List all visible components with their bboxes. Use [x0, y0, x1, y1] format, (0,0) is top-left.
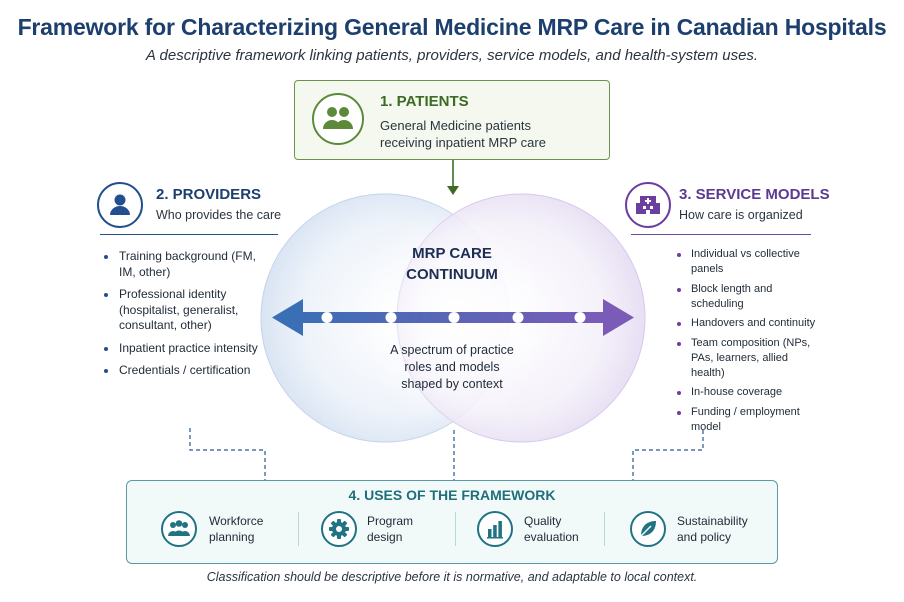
continuum-dot	[512, 312, 524, 323]
uses-title: 4. USES OF THE FRAMEWORK	[348, 487, 556, 503]
continuum-description: A spectrum of practice roles and models …	[390, 343, 514, 391]
providers-dashed-connector	[189, 428, 266, 480]
page-subtitle: A descriptive framework linking patients…	[145, 47, 759, 64]
uses-box	[126, 480, 778, 564]
list-item: Training background (FM, IM, other)	[100, 249, 270, 280]
list-item: Funding / employment model	[673, 405, 823, 435]
divider	[455, 512, 456, 546]
service-models-description: How care is organized	[679, 208, 803, 222]
models-dashed-connector	[632, 430, 704, 480]
service-models-title: 3. SERVICE MODELS	[679, 186, 830, 203]
continuum-title: MRP CARE CONTINUUM	[406, 245, 498, 283]
continuum-arrow-right	[603, 299, 634, 336]
list-item: Credentials / certification	[100, 363, 270, 379]
providers-list: Training background (FM, IM, other) Prof…	[100, 249, 270, 386]
list-item: Handovers and continuity	[673, 316, 823, 331]
list-item: Professional identity (hospitalist, gene…	[100, 287, 270, 334]
footer-note: Classification should be descriptive bef…	[206, 570, 698, 584]
patients-arrowhead	[447, 186, 459, 195]
list-item: Team composition (NPs, PAs, learners, al…	[673, 336, 823, 381]
user-icon	[97, 182, 143, 228]
continuum-dot	[321, 312, 333, 323]
leaf-icon	[630, 511, 666, 547]
providers-divider	[100, 234, 278, 235]
page-title: Framework for Characterizing General Med…	[17, 14, 887, 40]
service-models-list: Individual vs collective panels Block le…	[673, 247, 823, 439]
list-item: In-house coverage	[673, 385, 823, 400]
group-icon	[161, 511, 197, 547]
providers-description: Who provides the care	[156, 208, 282, 222]
hospital-icon	[625, 182, 671, 228]
continuum-arrow-left	[272, 299, 303, 336]
service-models-divider	[631, 234, 811, 235]
bar-chart-icon	[477, 511, 513, 547]
list-item: Inpatient practice intensity	[100, 341, 270, 357]
continuum-dot	[385, 312, 397, 323]
gear-icon	[321, 511, 357, 547]
divider	[604, 512, 605, 546]
continuum-dot	[574, 312, 586, 323]
people-icon	[312, 93, 364, 145]
patients-title: 1. PATIENTS	[380, 93, 469, 110]
patients-description: General Medicine patients receiving inpa…	[380, 118, 546, 150]
list-item: Individual vs collective panels	[673, 247, 823, 277]
continuum-dot	[448, 312, 460, 323]
providers-title: 2. PROVIDERS	[156, 186, 262, 203]
divider	[298, 512, 299, 546]
list-item: Block length and scheduling	[673, 282, 823, 312]
